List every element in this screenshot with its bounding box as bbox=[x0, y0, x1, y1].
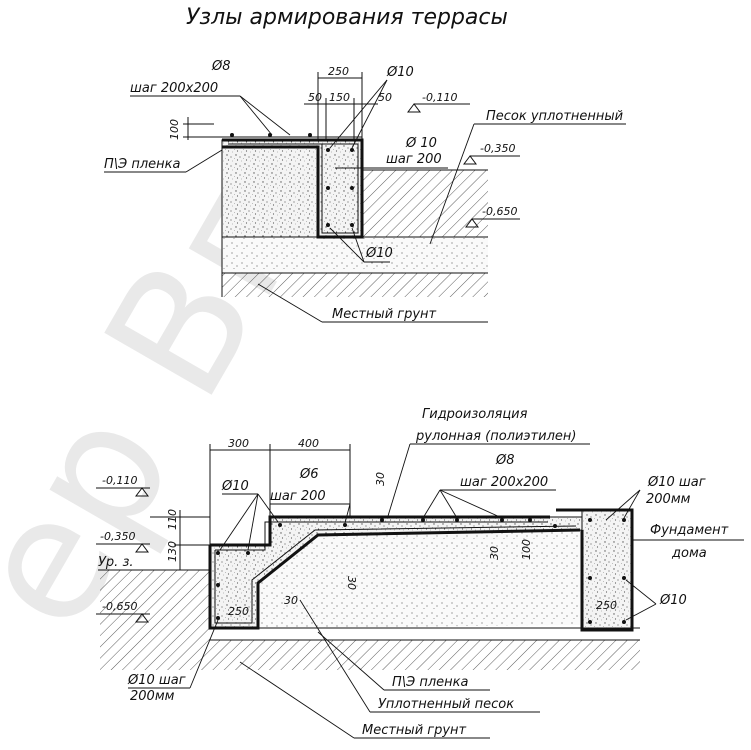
bottom-node: 300 400 30 110 130 250 30 30 30 100 250 … bbox=[96, 407, 744, 739]
top-label-rebar10-mid: Ø 10 bbox=[405, 136, 437, 151]
bottom-label-rebar6: Ø6 bbox=[299, 467, 319, 482]
top-label-step200x200: шаг 200x200 bbox=[130, 81, 218, 96]
bottom-label-rebar10-bl-2: 200мм bbox=[130, 689, 175, 704]
bottom-label-rebar10-bl-1: Ø10 шаг bbox=[127, 673, 186, 688]
bottom-label-waterproof-2: рулонная (полиэтилен) bbox=[415, 429, 576, 444]
bottom-dim-100: 100 bbox=[520, 539, 533, 560]
top-sand-layer bbox=[222, 237, 488, 273]
top-soil-hatch-bottom bbox=[222, 273, 488, 297]
top-dim-100: 100 bbox=[168, 119, 181, 140]
top-label-film: П\Э пленка bbox=[104, 157, 181, 172]
bottom-dim-30-slope: 30 bbox=[284, 594, 298, 607]
top-node: 250 50 150 50 100 Ø8 шаг 200x200 Ø10 Ø 1… bbox=[104, 59, 626, 323]
top-label-rebar8: Ø8 bbox=[211, 59, 231, 74]
top-level-650: -0,650 bbox=[482, 205, 517, 218]
bottom-sand-layer bbox=[258, 530, 580, 628]
bottom-label-foundation-1: Фундамент bbox=[650, 523, 729, 538]
top-label-soil: Местный грунт bbox=[332, 307, 437, 322]
bottom-dim-300: 300 bbox=[228, 437, 249, 450]
bottom-label-film: П\Э пленка bbox=[392, 675, 469, 690]
bottom-dim-250-right: 250 bbox=[596, 599, 617, 612]
bottom-label-step200x200: шаг 200x200 bbox=[460, 475, 548, 490]
bottom-dim-130: 130 bbox=[166, 541, 179, 562]
bottom-label-rebar10-left: Ø10 bbox=[221, 479, 249, 494]
bottom-soil-hatch-left bbox=[100, 570, 210, 640]
top-dim-50-left: 50 bbox=[308, 91, 322, 104]
bottom-rebar-dots bbox=[216, 518, 626, 624]
bottom-label-ground-level: Ур. з. bbox=[98, 555, 133, 570]
bottom-label-sand: Уплотненный песок bbox=[378, 697, 514, 712]
bottom-label-waterproof-1: Гидроизоляция bbox=[422, 407, 528, 422]
top-concrete-fill bbox=[222, 147, 318, 237]
bottom-level-110: -0,110 bbox=[102, 474, 137, 487]
bottom-label-rebar10-bottom-right: Ø10 bbox=[659, 593, 687, 608]
bottom-dim-30-a: 30 bbox=[345, 576, 358, 590]
top-dim-50-right: 50 bbox=[378, 91, 392, 104]
bottom-label-step200: шаг 200 bbox=[270, 489, 326, 504]
bottom-soil-hatch-bottom bbox=[100, 640, 640, 670]
bottom-label-soil: Местный грунт bbox=[362, 723, 467, 738]
bottom-dim-110: 110 bbox=[166, 509, 179, 530]
top-dim-250: 250 bbox=[328, 65, 349, 78]
bottom-dim-30-top: 30 bbox=[374, 472, 387, 486]
bottom-level-650: -0,650 bbox=[102, 600, 137, 613]
top-label-sand: Песок уплотненный bbox=[486, 109, 623, 124]
bottom-label-rebar10-right-1: Ø10 шаг bbox=[647, 475, 706, 490]
top-level-350: -0,350 bbox=[480, 142, 515, 155]
bottom-label-rebar10-right-2: 200мм bbox=[646, 492, 691, 507]
top-dim-150: 150 bbox=[329, 91, 350, 104]
bottom-dim-400: 400 bbox=[298, 437, 319, 450]
bottom-dim-250-left: 250 bbox=[228, 605, 249, 618]
bottom-level-350: -0,350 bbox=[100, 530, 135, 543]
top-rebar-dots bbox=[230, 133, 354, 227]
top-label-rebar10-bottom: Ø10 bbox=[365, 246, 393, 261]
bottom-dim-30-b: 30 bbox=[488, 546, 501, 560]
top-level-110: -0,110 bbox=[422, 91, 457, 104]
top-label-rebar10-top: Ø10 bbox=[386, 65, 414, 80]
bottom-foundation bbox=[581, 509, 633, 631]
page-title: Узлы армирования террасы bbox=[186, 5, 508, 30]
bottom-label-rebar8: Ø8 bbox=[495, 453, 515, 468]
bottom-label-foundation-2: дома bbox=[671, 546, 707, 561]
top-label-step200: шаг 200 bbox=[386, 152, 442, 167]
